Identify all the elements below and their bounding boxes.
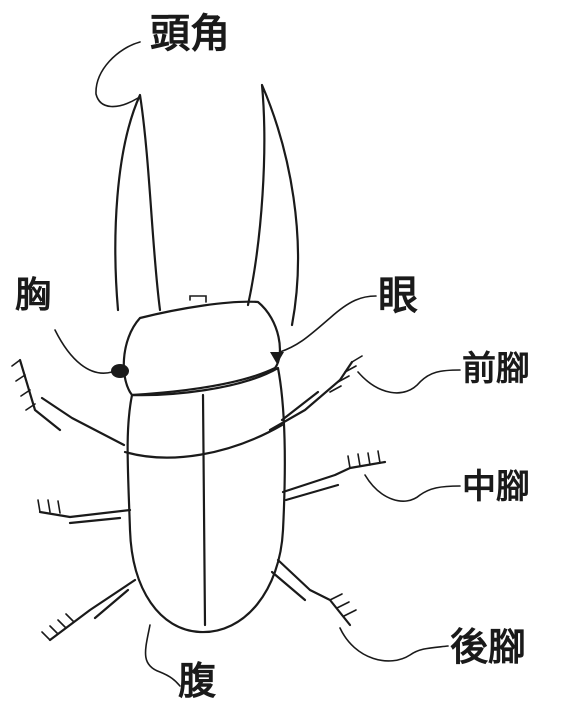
left-hindleg [50,580,135,640]
body-midline [203,395,205,625]
left-midleg [40,510,130,523]
label-horn: 頭角 [150,14,230,54]
label-thorax: 胸 [15,278,51,314]
thorax-plate [124,302,280,395]
label-midleg: 中腳 [462,470,530,504]
foreleg-leader [358,370,460,393]
label-hindleg: 後腳 [450,628,526,666]
left-foreleg-spines [12,360,35,410]
horn-leader [96,42,140,107]
body-abdomen [128,368,285,632]
right-eye [270,352,284,364]
right-hindleg [272,560,350,625]
hindleg-leader [340,628,448,661]
label-eye: 眼 [378,276,418,316]
left-hindleg-spines [42,614,74,640]
midleg-leader [365,475,460,501]
thorax-leader [55,330,112,373]
label-abdomen: 腹 [178,662,216,700]
left-eye [111,364,129,378]
right-foreleg-spines [330,356,362,392]
abdomen-leader [146,625,180,686]
left-horn [115,95,160,310]
left-midleg-spines [38,500,60,513]
right-horn [248,85,298,325]
label-foreleg: 前腳 [462,352,530,386]
head-notch [190,296,206,302]
